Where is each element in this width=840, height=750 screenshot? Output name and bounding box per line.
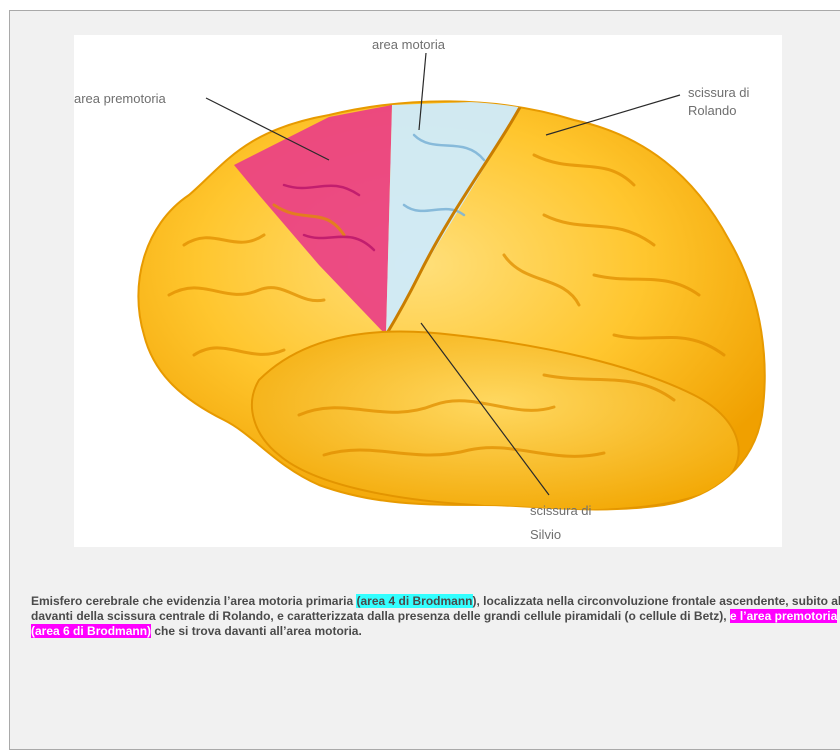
brain-illustration: area motoria area premotoria scissura di… <box>74 35 782 547</box>
brain-figure: area motoria area premotoria scissura di… <box>74 35 782 547</box>
content-panel: area motoria area premotoria scissura di… <box>9 10 840 750</box>
sylvius-label-line1: scissura di <box>530 503 592 518</box>
motor-area-label: area motoria <box>372 37 446 52</box>
premotor-area-label: area premotoria <box>74 91 167 106</box>
rolando-label-line1: scissura di <box>688 85 750 100</box>
figure-caption: Emisfero cerebrale che evidenzia l’area … <box>31 594 840 639</box>
caption-text-1: Emisfero cerebrale che evidenzia l’area … <box>31 594 356 608</box>
sylvius-label-line2: Silvio <box>530 527 561 542</box>
caption-text-3: che si trova davanti all’area motoria. <box>151 624 362 638</box>
caption-highlight-area4: (area 4 di Brodmann <box>356 594 472 608</box>
rolando-label-line2: Rolando <box>688 103 736 118</box>
